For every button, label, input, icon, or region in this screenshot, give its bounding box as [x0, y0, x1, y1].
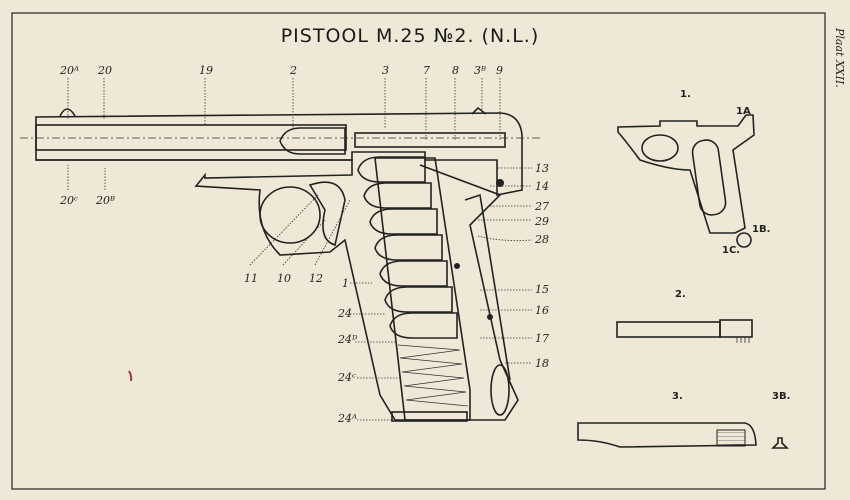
label-18: 18: [535, 357, 549, 370]
label-9: 9: [496, 64, 503, 77]
label-8: 8: [452, 64, 459, 77]
plate-number: Plaat XXII.: [833, 27, 846, 88]
ink-mark: [128, 370, 133, 382]
label-29: 29: [534, 215, 549, 228]
magazine: [374, 157, 471, 421]
chambered-cartridge: [279, 127, 346, 155]
breech-channel: [354, 132, 506, 148]
label-15: 15: [535, 283, 549, 296]
figure-1-label: 1.: [680, 89, 691, 100]
trigger-guard-opening: [259, 186, 321, 244]
plate-title: PISTOOL M.25 №2. (N.L.): [281, 25, 540, 47]
frame: [36, 159, 519, 421]
label-13: 13: [535, 162, 549, 175]
label-20a: 20ᴬ: [59, 64, 79, 77]
plate-border: [11, 12, 826, 490]
label-24c: 24ᶜ: [337, 371, 356, 384]
trigger: [308, 181, 346, 247]
figure-3b-label: 3B.: [772, 391, 790, 402]
label-12: 12: [309, 272, 323, 285]
slide: [35, 112, 523, 196]
figure-1-frame: 1. 1A 1B. 1C.: [617, 89, 770, 256]
label-14: 14: [535, 180, 549, 193]
rear-sight: [471, 106, 487, 115]
label-2: 2: [289, 64, 297, 77]
magazine-floorplate: [391, 411, 468, 422]
magazine-cartridges: [357, 156, 458, 339]
label-27: 27: [534, 200, 549, 213]
label-20b: 20ᴮ: [95, 194, 115, 207]
label-20: 20: [97, 64, 112, 77]
label-20c: 20ᶜ: [59, 194, 78, 207]
label-16: 16: [535, 304, 549, 317]
label-10: 10: [277, 272, 291, 285]
label-24d: 24ᴰ: [337, 333, 358, 346]
lanyard-slot: [490, 364, 510, 416]
magazine-spring: [397, 344, 469, 407]
label-24: 24: [337, 307, 352, 320]
grip-safety: [464, 193, 511, 381]
figure-3-slide: 3. 3B.: [577, 391, 790, 449]
figure-1a-label: 1A: [736, 106, 751, 117]
label-19: 19: [199, 64, 213, 77]
label-17: 17: [535, 332, 549, 345]
label-1: 1: [342, 277, 349, 290]
figure-1b-label: 1B.: [752, 224, 770, 235]
label-3b: 3ᴮ: [474, 64, 486, 77]
figure-2-label: 2.: [675, 289, 686, 300]
label-3: 3: [382, 64, 389, 77]
barrel-bore: [35, 124, 347, 151]
figure-3-label: 3.: [672, 391, 683, 402]
label-11: 11: [244, 272, 258, 285]
label-28: 28: [534, 233, 549, 246]
part-labels: 20ᴬ 20 19 2 3 7 8 3ᴮ 9 20ᶜ 20ᴮ 13 14 27 …: [59, 64, 549, 425]
label-7: 7: [423, 64, 430, 77]
leader-lines: [67, 78, 533, 421]
front-sight: [59, 108, 76, 117]
figure-1c-label: 1C.: [722, 245, 740, 256]
label-24a: 24ᴬ: [337, 412, 357, 425]
pistol-section-view: [20, 106, 540, 422]
figure-2-barrel: 2.: [616, 289, 753, 343]
